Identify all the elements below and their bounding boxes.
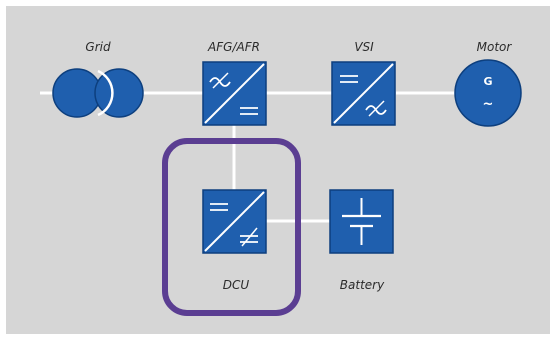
generator-icon: G ~ bbox=[454, 59, 522, 127]
battery-icon bbox=[329, 189, 394, 254]
label-vsi: VSI bbox=[354, 40, 374, 54]
dcu-highlight-frame bbox=[162, 138, 301, 316]
dc-ac-inverter-icon bbox=[331, 61, 396, 126]
transformer-icon bbox=[52, 68, 144, 118]
label-afg-afr: AFG/AFR bbox=[207, 40, 260, 54]
ac-dc-converter-icon bbox=[202, 61, 267, 126]
label-motor: Motor bbox=[477, 40, 513, 54]
diagram-background bbox=[6, 6, 550, 334]
label-dcu: DCU bbox=[223, 278, 250, 292]
label-grid: Grid bbox=[85, 40, 111, 54]
label-battery: Battery bbox=[340, 278, 385, 292]
dc-dc-converter-icon bbox=[202, 189, 267, 254]
motor-tilde: ~ bbox=[483, 97, 494, 112]
motor-letter: G bbox=[483, 75, 492, 88]
